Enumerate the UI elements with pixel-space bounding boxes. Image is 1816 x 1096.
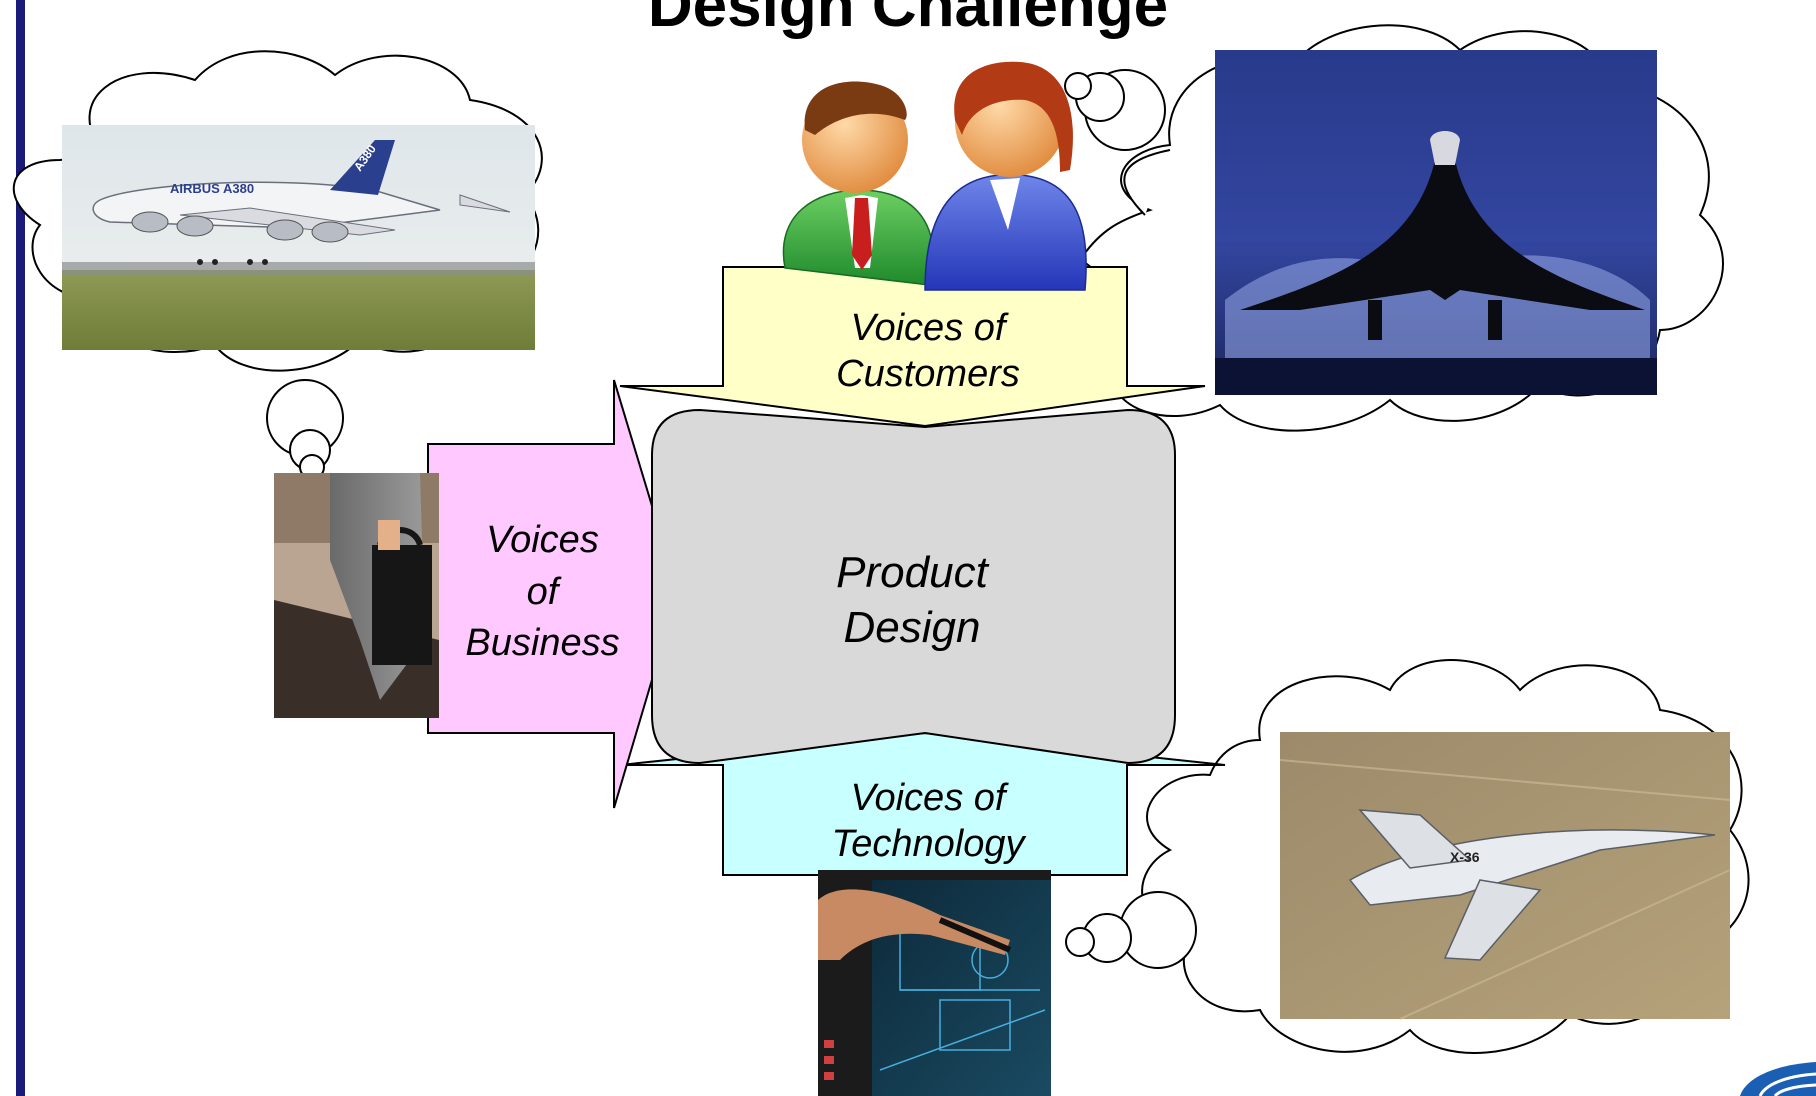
voices-of-business-line1: Voices [486, 519, 599, 561]
business-arrow [427, 379, 680, 809]
product-design-line2: Design [843, 603, 981, 652]
thought-bubbles-business [266, 379, 344, 480]
voices-of-customers-line1: Voices of [850, 307, 1006, 349]
thought-bubbles-customers [1064, 69, 1166, 151]
businessman-photo [274, 473, 439, 718]
voices-of-customers-label: Voices of Customers [773, 305, 1083, 398]
x36-photo: X-36 [1279, 732, 1731, 1020]
product-design-label: Product Design [762, 545, 1062, 655]
voices-of-business-line3: Business [465, 622, 620, 665]
customers-arrow [619, 266, 1206, 428]
voices-of-technology-label: Voices of Technology [773, 775, 1083, 868]
voices-of-technology-line1: Voices of [850, 777, 1006, 819]
x36-fuselage-text: X-36 [1450, 849, 1480, 865]
product-design-box [651, 408, 1176, 765]
engineer-drawing-photo [818, 870, 1051, 1096]
airbus-fuselage-text: AIRBUS A380 [170, 181, 254, 196]
slide-title: Design Challenge [647, 0, 1169, 40]
voices-of-business-line2: of [526, 570, 559, 613]
thought-bubbles-technology [1065, 891, 1197, 969]
airbus-a380-photo: AIRBUS A380 A380 [62, 125, 535, 350]
product-design-line1: Product [836, 548, 988, 597]
voices-of-customers-line2: Customers [836, 353, 1020, 396]
voices-of-business-label: Voices of Business [440, 515, 645, 670]
left-border-rule [16, 0, 25, 1096]
customers-people-icon [782, 61, 1087, 291]
concorde-photo [1215, 50, 1657, 395]
logo-fragment [1740, 1062, 1816, 1096]
voices-of-technology-line2: Technology [831, 823, 1025, 866]
